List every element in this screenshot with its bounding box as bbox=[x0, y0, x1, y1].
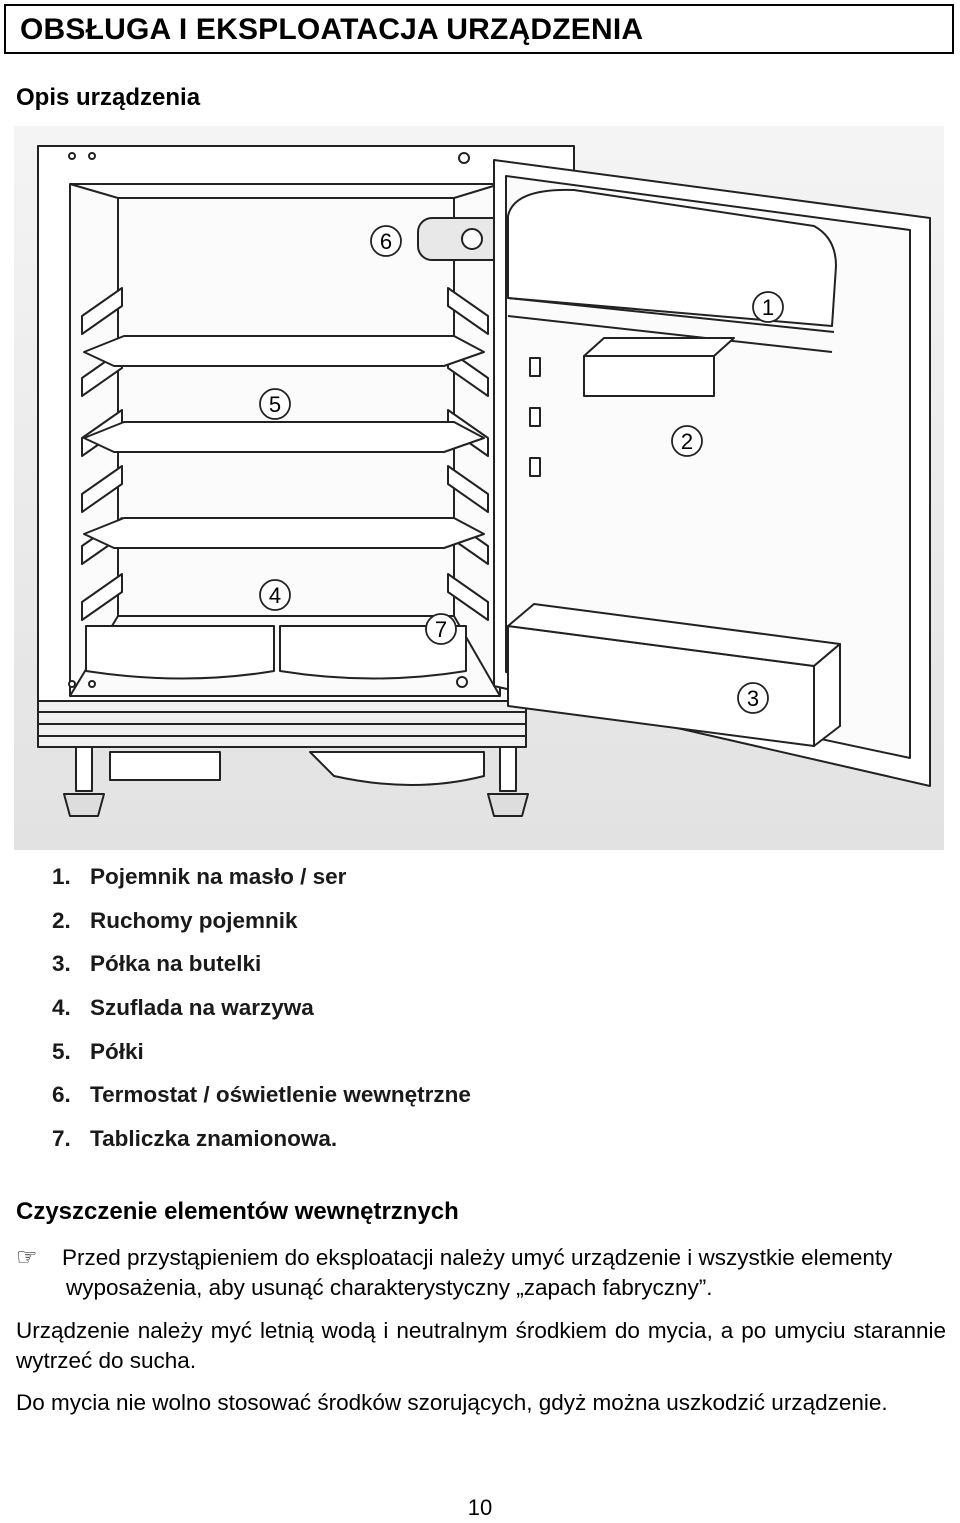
parts-list: 1. Pojemnik na masło / ser 2. Ruchomy poje… bbox=[52, 864, 471, 1170]
list-item-number: 5. bbox=[52, 1038, 71, 1064]
cleaning-paragraph-2: Do mycia nie wolno stosować środków szor… bbox=[16, 1390, 888, 1415]
callout-3-label: 3 bbox=[747, 686, 759, 711]
callout-1 bbox=[752, 291, 784, 323]
list-item-label: Szuflada na warzywa bbox=[90, 995, 314, 1021]
list-item-number: 7. bbox=[52, 1126, 71, 1152]
callout-5-label: 5 bbox=[269, 392, 281, 417]
callout-3 bbox=[737, 682, 769, 714]
list-item-label: Półka na butelki bbox=[90, 951, 262, 977]
list-item-label: Półki bbox=[90, 1038, 144, 1064]
list-item-label: Ruchomy pojemnik bbox=[90, 907, 298, 933]
list-item: 4. Szuflada na warzywa bbox=[52, 995, 471, 1039]
list-item-label: Pojemnik na masło / ser bbox=[90, 864, 347, 889]
list-item-number: 3. bbox=[52, 951, 71, 977]
page-number: 10 bbox=[467, 1495, 493, 1520]
callout-7-label: 7 bbox=[435, 617, 447, 642]
list-item-number: 1. bbox=[52, 864, 71, 889]
list-item: 5. Półki bbox=[52, 1039, 471, 1083]
list-item: 2. Ruchomy pojemnik bbox=[52, 908, 471, 952]
list-item: 6. Termostat / oświetlenie wewnętrzne bbox=[52, 1082, 471, 1126]
cleaning-paragraph-1: Urządzenie należy myć letnią wodą i neut… bbox=[16, 1318, 946, 1373]
header-box: OBSŁUGA I EKSPLOATACJA URZĄDZENIA bbox=[4, 4, 954, 54]
callout-7 bbox=[425, 613, 457, 645]
list-item-label: Termostat / oświetlenie wewnętrzne bbox=[90, 1082, 471, 1108]
tip-note: ☞ Przed przystąpieniem do eksploatacji n… bbox=[16, 1243, 948, 1303]
callout-6-label: 6 bbox=[380, 229, 392, 254]
page-title: OBSŁUGA I EKSPLOATACJA URZĄDZENIA bbox=[20, 13, 644, 46]
list-item: 7. Tabliczka znamionowa. bbox=[52, 1126, 471, 1170]
section-title-description: Opis urządzenia bbox=[16, 84, 201, 111]
list-item: 3. Półka na butelki bbox=[52, 951, 471, 995]
fridge-diagram: 1 2 3 4 5 6 7 bbox=[14, 126, 944, 850]
callout-4-label: 4 bbox=[269, 583, 281, 608]
list-item-number: 4. bbox=[52, 995, 71, 1021]
callout-6 bbox=[370, 225, 402, 257]
list-item-number: 2. bbox=[52, 907, 71, 933]
callout-5 bbox=[259, 388, 291, 420]
callout-2-label: 2 bbox=[681, 429, 693, 454]
callout-1-label: 1 bbox=[762, 295, 774, 320]
callout-2 bbox=[671, 425, 703, 457]
list-item: 1. Pojemnik na masło / ser bbox=[52, 864, 471, 908]
pointing-hand-icon: ☞ bbox=[16, 1244, 38, 1271]
callout-4 bbox=[259, 579, 291, 611]
list-item-label: Tabliczka znamionowa. bbox=[90, 1126, 338, 1152]
list-item-number: 6. bbox=[52, 1082, 71, 1108]
section-title-cleaning: Czyszczenie elementów wewnętrznych bbox=[16, 1198, 459, 1225]
tip-text: Przed przystąpieniem do eksploatacji nal… bbox=[62, 1245, 893, 1300]
